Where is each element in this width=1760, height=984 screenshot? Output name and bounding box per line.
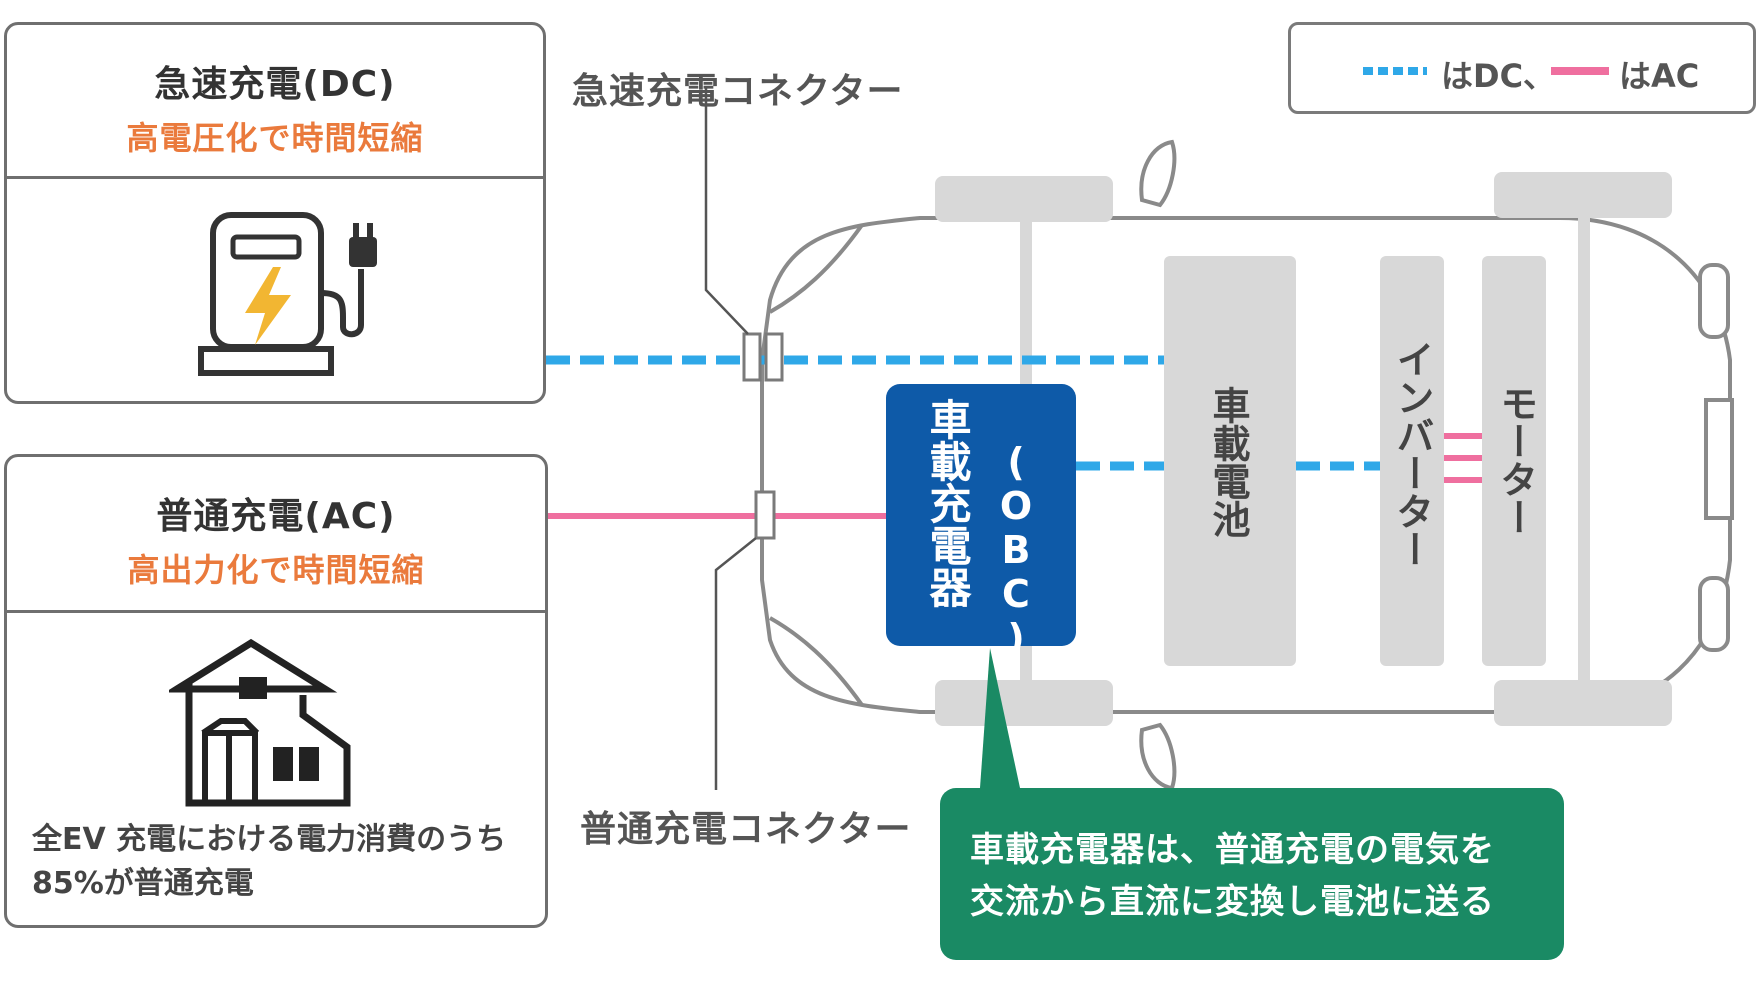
ac-panel-header: 普通充電(AC) 高出力化で時間短縮	[7, 457, 545, 613]
mirror-bottom	[1139, 722, 1177, 791]
motor-block	[1482, 256, 1546, 666]
rear-axle	[1578, 210, 1590, 710]
ac-caption-line2: 85%が普通充電	[32, 866, 254, 901]
battery-label: 車載電池	[1206, 386, 1250, 538]
ac-connector-leader	[714, 537, 757, 790]
dc-connector-right	[764, 332, 784, 382]
wheel-front-bottom	[935, 680, 1113, 726]
obc-box: 車載充電器 (OBC)	[886, 384, 1076, 660]
dc-panel-subtitle: 高電圧化で時間短縮	[126, 119, 424, 157]
legend-ac-text: はAC	[1619, 57, 1700, 95]
ac-panel-subtitle: 高出力化で時間短縮	[127, 551, 425, 589]
wheel-rear-bottom	[1494, 680, 1672, 726]
ac-caption: 全EV 充電における電力消費のうち 85%が普通充電	[32, 818, 506, 906]
legend-dc-text: はDC、	[1441, 57, 1556, 95]
obc-abbr: (OBC)	[994, 440, 1038, 660]
wheel-front-top	[935, 176, 1113, 222]
rear-plate	[1704, 398, 1734, 520]
rear-light-bottom	[1698, 576, 1730, 652]
ac-connector	[754, 490, 776, 540]
ev-charging-station-icon	[198, 212, 377, 376]
front-right-arc	[769, 616, 864, 707]
legend-dc-swatch	[1363, 67, 1427, 75]
mirror-top	[1139, 139, 1177, 208]
dc-panel-header: 急速充電(DC) 高電圧化で時間短縮	[7, 25, 543, 179]
ac-panel-title: 普通充電(AC)	[156, 496, 396, 537]
dc-connector-left	[742, 332, 762, 382]
obc-note-line2: 交流から直流に変換し電池に送る	[970, 882, 1495, 922]
motor-label: モーター	[1494, 384, 1538, 536]
ac-charging-panel: 普通充電(AC) 高出力化で時間短縮	[4, 454, 548, 928]
dc-panel-title: 急速充電(DC)	[154, 64, 396, 105]
ac-caption-line1: 全EV 充電における電力消費のうち	[32, 822, 507, 857]
note-pointer	[980, 648, 1020, 788]
dc-connector-leader	[704, 88, 749, 335]
house-icon	[169, 638, 351, 807]
dc-connector-label: 急速充電コネクター	[572, 71, 904, 112]
front-left-arc	[769, 223, 864, 314]
obc-note-line1: 車載充電器は、普通充電の電気を	[970, 830, 1495, 870]
dc-charging-panel: 急速充電(DC) 高電圧化で時間短縮	[4, 22, 546, 404]
ac-connector-label: 普通充電コネクター	[580, 809, 912, 850]
legend: はDC、 はAC	[1288, 22, 1756, 114]
obc-name: 車載充電器	[923, 398, 972, 608]
battery-block	[1164, 256, 1296, 666]
inverter-block	[1380, 256, 1444, 666]
rear-light-top	[1698, 263, 1730, 339]
wheel-rear-top	[1494, 172, 1672, 218]
inverter-label: インバーター	[1390, 340, 1434, 568]
obc-note: 車載充電器は、普通充電の電気を 交流から直流に変換し電池に送る	[940, 788, 1564, 960]
legend-ac-swatch	[1551, 67, 1609, 75]
